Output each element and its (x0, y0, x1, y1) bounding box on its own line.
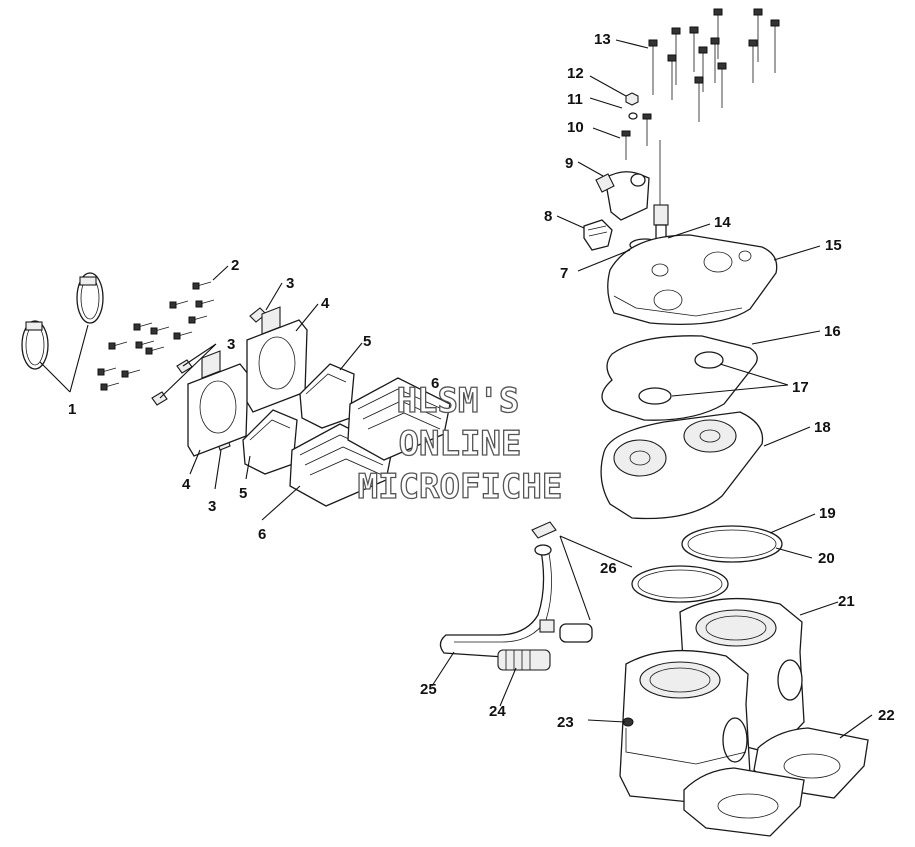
callout-17: 17 (792, 379, 809, 396)
watermark: HLSM'S ONLINE MICROFICHE (357, 380, 563, 507)
hose-fitting-24 (497, 649, 551, 671)
thermostat (583, 219, 613, 251)
callout-6-b: 6 (258, 526, 266, 543)
nut-12 (625, 92, 639, 106)
coolant-hose-25 (439, 521, 557, 658)
watermark-line-2: ONLINE (399, 424, 522, 464)
temperature-sensor (653, 204, 669, 242)
head-gasket-16 (601, 335, 758, 421)
watermark-line-1: HLSM'S (397, 381, 520, 421)
cylinder-orings (631, 525, 783, 603)
callout-14: 14 (714, 214, 731, 231)
callout-11: 11 (567, 91, 583, 108)
callout-23: 23 (557, 714, 574, 731)
callout-3-b: 3 (227, 336, 235, 353)
callout-labels: 1 2 3 3 3 4 4 5 5 6 6 6 7 8 9 10 11 12 1… (68, 31, 895, 731)
base-gaskets-22 (683, 727, 869, 837)
watermark-line-3: MICROFICHE (358, 467, 563, 507)
callout-8: 8 (544, 208, 552, 225)
head-bolts (648, 8, 780, 122)
cylinder-head-cover (607, 234, 778, 325)
callout-21: 21 (838, 593, 855, 610)
callout-5-a: 5 (363, 333, 371, 350)
callout-18: 18 (814, 419, 831, 436)
callout-25: 25 (420, 681, 437, 698)
callout-20: 20 (818, 550, 835, 567)
reed-block-lower (242, 409, 298, 475)
callout-4-a: 4 (321, 295, 330, 312)
reed-valve-housing-left (187, 350, 249, 457)
short-bolts-10 (621, 113, 661, 208)
leader-lines (39, 39, 873, 739)
callout-19: 19 (819, 505, 836, 522)
callout-9: 9 (565, 155, 573, 172)
reed-valve-housing-right (246, 306, 308, 413)
callout-13: 13 (594, 31, 611, 48)
callout-24: 24 (489, 703, 506, 720)
callout-3-a: 3 (286, 275, 294, 292)
callout-12: 12 (567, 65, 584, 82)
callout-1: 1 (68, 401, 76, 418)
callout-7: 7 (560, 265, 568, 282)
callout-15: 15 (825, 237, 842, 254)
bolt-set-small (97, 281, 215, 391)
callout-2: 2 (231, 257, 239, 274)
callout-6-a: 6 (431, 375, 439, 392)
callout-26: 26 (600, 560, 617, 577)
hose-clamp-26 (539, 619, 593, 643)
callout-10: 10 (567, 119, 584, 136)
washer-11 (628, 112, 638, 120)
hose-clamp-large (76, 272, 104, 324)
callout-22: 22 (878, 707, 895, 724)
callout-5-b: 5 (239, 485, 247, 502)
water-outlet-elbow (595, 171, 650, 221)
reed-block-upper (299, 363, 355, 429)
callout-3-c: 3 (208, 498, 216, 515)
callout-4-b: 4 (182, 476, 191, 493)
callout-16: 16 (824, 323, 841, 340)
cylinder-23 (619, 649, 751, 805)
cylinder-head-18 (600, 411, 764, 520)
reed-cage-upper (347, 377, 451, 461)
hose-clamp-small (21, 320, 49, 370)
